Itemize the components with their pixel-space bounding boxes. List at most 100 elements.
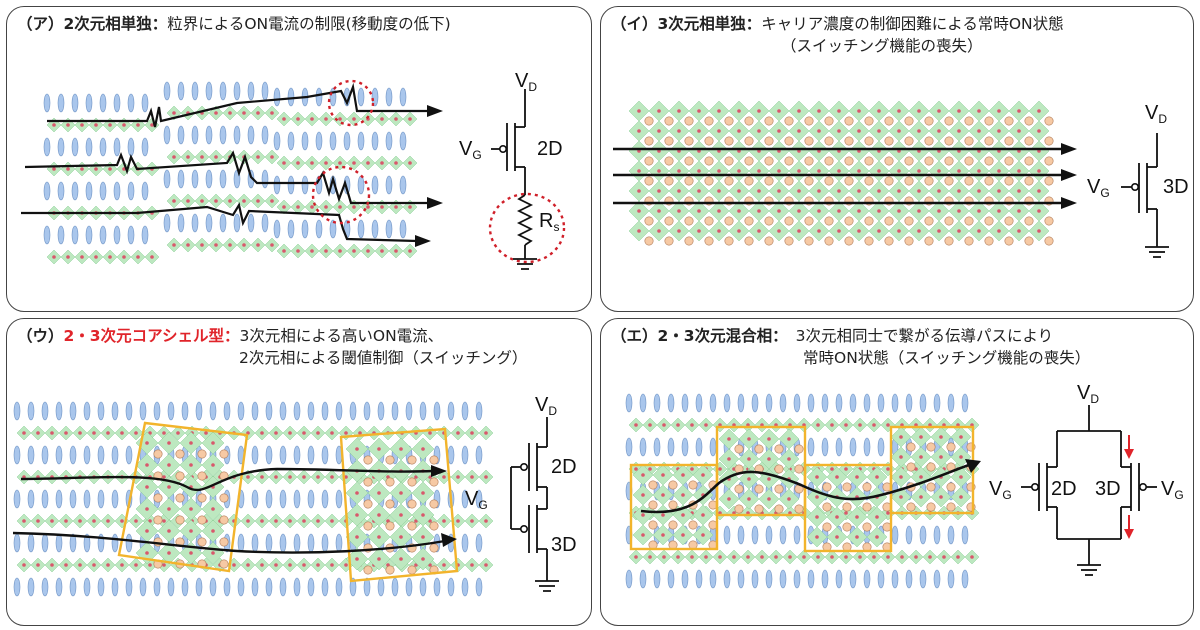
layered-2d-unit <box>293 401 301 421</box>
layered-2d-unit <box>779 393 787 413</box>
lattice-atom <box>844 423 848 427</box>
layered-2d-unit <box>793 569 801 589</box>
lattice-atom <box>897 169 901 173</box>
a-site-cation <box>1044 236 1054 246</box>
lattice-atom <box>767 457 771 461</box>
layered-2d-unit <box>307 577 315 597</box>
layered-2d-unit <box>41 533 49 553</box>
lattice-atom <box>288 431 292 435</box>
layered-2d-unit <box>191 213 199 233</box>
lattice-atom <box>837 209 841 213</box>
lattice-atom <box>737 109 741 113</box>
lattice-atom <box>355 513 359 517</box>
layered-2d-unit <box>399 87 407 107</box>
lattice-atom <box>246 519 250 523</box>
lattice-atom <box>288 563 292 567</box>
layered-2d-unit <box>13 401 21 421</box>
layered-2d-unit <box>251 401 259 421</box>
layered-2d-unit <box>947 525 955 545</box>
lattice-atom <box>997 129 1001 133</box>
layered-2d-unit <box>321 401 329 421</box>
lattice-atom <box>737 169 741 173</box>
lattice-atom <box>914 555 918 559</box>
a-site-cation <box>824 176 834 186</box>
a-site-cation <box>684 236 694 246</box>
layered-2d-unit <box>83 401 91 421</box>
lattice-atom <box>746 555 750 559</box>
a-site-cation <box>774 464 784 474</box>
lattice-atom <box>637 109 641 113</box>
current-paths <box>21 82 427 243</box>
lattice-atom <box>134 431 138 435</box>
layered-2d-unit <box>209 401 217 421</box>
layered-2d-unit <box>167 401 175 421</box>
a-site-cation <box>219 559 229 569</box>
layered-2d-unit <box>695 437 703 457</box>
lattice-atom <box>167 441 171 445</box>
lattice-atom <box>296 117 300 121</box>
layered-2d-unit <box>99 137 107 157</box>
lattice-atom <box>977 209 981 213</box>
layered-2d-unit <box>141 225 149 245</box>
lattice-atom <box>167 463 171 467</box>
layered-2d-unit <box>27 489 35 509</box>
a-site-cation <box>644 116 654 126</box>
a-site-cation <box>175 493 185 503</box>
lattice-atom <box>1037 129 1041 133</box>
layered-2d-unit <box>315 131 323 151</box>
lattice-atom <box>172 199 176 203</box>
layered-2d-unit <box>385 87 393 107</box>
layered-2d-unit <box>385 219 393 239</box>
drain-voltage-label: VD <box>535 394 558 418</box>
lattice-atom <box>1017 189 1021 193</box>
layered-2d-unit <box>13 445 21 465</box>
layered-2d-unit <box>905 525 913 545</box>
lattice-atom <box>260 563 264 567</box>
layered-2d-unit <box>625 393 633 413</box>
lattice-atom <box>145 551 149 555</box>
lattice-atom <box>274 563 278 567</box>
lattice-atom <box>877 189 881 193</box>
layered-2d-unit <box>391 401 399 421</box>
lattice-atom <box>394 161 398 165</box>
a-site-cation <box>926 442 936 452</box>
lattice-atom <box>64 519 68 523</box>
layered-2d-unit <box>877 569 885 589</box>
a-site-cation <box>904 236 914 246</box>
layered-2d-unit <box>139 401 147 421</box>
lattice-atom <box>957 229 961 233</box>
a-site-cation <box>824 136 834 146</box>
lattice-atom <box>228 111 232 115</box>
a-site-cation <box>219 537 229 547</box>
a-site-cation <box>884 236 894 246</box>
layered-2d-unit <box>57 137 65 157</box>
drain-voltage-label: VD <box>1145 102 1168 126</box>
layered-2d-unit <box>947 393 955 413</box>
layered-2d-unit <box>891 525 899 545</box>
lattice-atom <box>877 209 881 213</box>
layered-2d-unit <box>321 533 329 553</box>
lattice-atom <box>917 169 921 173</box>
layered-2d-unit <box>639 569 647 589</box>
layered-2d-unit <box>97 445 105 465</box>
panel-c-heading: 2・3次元コアシェル型： <box>63 327 240 345</box>
lattice-atom <box>108 255 112 259</box>
lattice-atom <box>282 249 286 253</box>
lattice-atom <box>456 475 460 479</box>
layered-2d-unit <box>625 437 633 457</box>
layered-2d-unit <box>667 393 675 413</box>
lattice-atom <box>757 129 761 133</box>
lattice-atom <box>899 495 903 499</box>
lattice-atom <box>282 161 286 165</box>
lattice-atom <box>80 255 84 259</box>
layered-2d-unit <box>709 437 717 457</box>
a-site-cation <box>964 236 974 246</box>
a-site-cation <box>363 455 373 465</box>
lattice-atom <box>760 555 764 559</box>
a-site-cation <box>944 236 954 246</box>
layered-2d-unit <box>27 533 35 553</box>
lattice-atom <box>167 485 171 489</box>
lattice-atom <box>256 199 260 203</box>
lattice-atom <box>718 555 722 559</box>
lattice-atom <box>648 555 652 559</box>
